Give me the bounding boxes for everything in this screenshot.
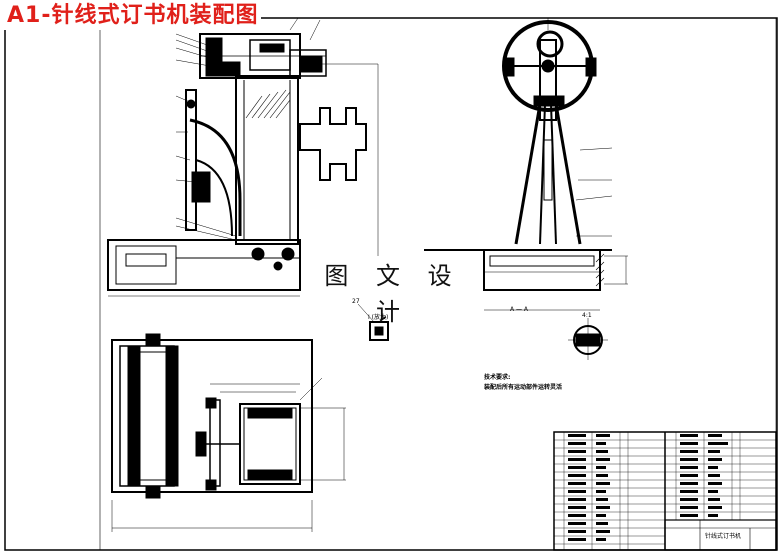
notes-line: 装配后所有运动部件运转灵活 [484, 384, 563, 391]
section-label: A — A [510, 306, 529, 313]
drawing-title: A1-针线式订书机装配图 [4, 2, 262, 30]
watermark-text: 图 文 设 计 [314, 258, 472, 326]
top-view [111, 333, 346, 532]
front-view [107, 17, 379, 297]
parts-list-table [553, 431, 777, 551]
scale-label: 4:1 [582, 312, 592, 319]
side-view [424, 18, 628, 311]
detail-number: 27 [352, 298, 360, 305]
frame-inner-border [99, 17, 777, 551]
detail-sublabel: I (放大) [368, 314, 389, 321]
section-circle [568, 318, 608, 360]
notes-heading: 技术要求: [484, 374, 511, 381]
detail-view [357, 303, 389, 341]
title-block-name: 针线式订书机 [705, 533, 742, 540]
